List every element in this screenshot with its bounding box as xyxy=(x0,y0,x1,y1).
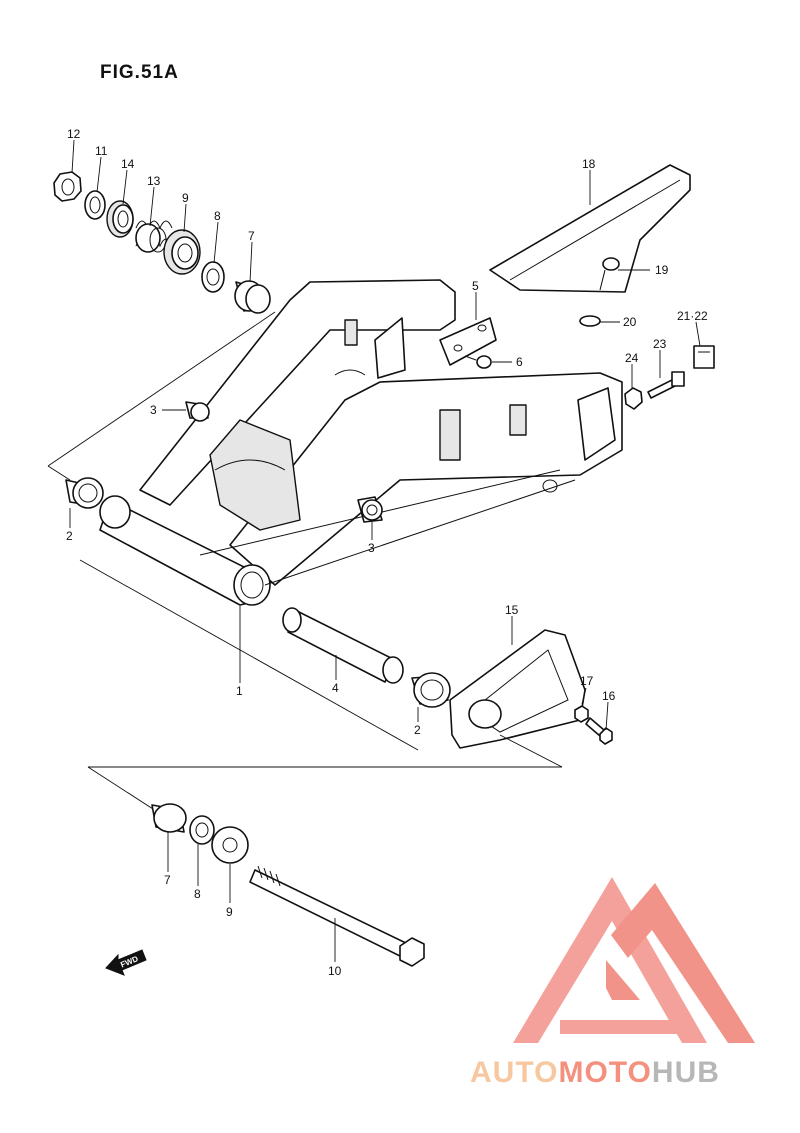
assembly-line-mid xyxy=(79,559,419,751)
bushing-3-upper xyxy=(185,401,210,422)
washer-11 xyxy=(84,190,106,220)
figure-title: FIG.51A xyxy=(100,62,179,83)
clip-21-22 xyxy=(693,345,715,369)
callout-19: 19 xyxy=(655,263,669,277)
collar-7-lower xyxy=(151,803,187,833)
callout-2-left: 2 xyxy=(66,529,73,543)
callout-18: 18 xyxy=(582,157,596,171)
callout-17: 17 xyxy=(580,674,594,688)
pivot-bolt-10 xyxy=(249,865,425,967)
callout-9-upper: 9 xyxy=(182,191,189,205)
callout-24: 24 xyxy=(625,351,639,365)
callout-4: 4 xyxy=(332,681,339,695)
nut-17 xyxy=(574,705,589,723)
chain-cover-18 xyxy=(489,164,691,293)
spring-13 xyxy=(135,220,173,253)
bearing-2-left xyxy=(65,477,104,509)
chain-guide-15 xyxy=(449,629,586,749)
callout-13: 13 xyxy=(147,174,161,188)
pivot-shaft-4 xyxy=(282,607,404,684)
callout-15: 15 xyxy=(505,603,519,617)
callout-11: 11 xyxy=(95,144,108,158)
assembly-line-upper xyxy=(47,311,276,467)
bearing-14 xyxy=(106,200,134,238)
bearing-2-right xyxy=(411,672,451,708)
swingarm-frame xyxy=(99,279,623,606)
callout-3-upper: 3 xyxy=(150,403,157,417)
watermark-text-auto: AUTO xyxy=(470,1056,558,1089)
callout-6: 6 xyxy=(516,355,523,369)
nut-12 xyxy=(53,171,82,202)
collar-7 xyxy=(234,280,271,314)
nut-24 xyxy=(624,387,643,410)
callout-2-right: 2 xyxy=(414,723,421,737)
callout-20: 20 xyxy=(623,315,637,329)
bolt-16 xyxy=(585,717,613,745)
callout-10: 10 xyxy=(328,964,342,978)
watermark-text-moto: MOTO xyxy=(558,1056,651,1089)
seal-9 xyxy=(163,229,201,275)
washer-20 xyxy=(579,315,601,327)
bushing-3-lower xyxy=(357,496,383,523)
bolt-19 xyxy=(599,257,620,291)
callout-12: 12 xyxy=(67,127,81,141)
callout-7-lower: 7 xyxy=(164,873,171,887)
watermark-logo-icon xyxy=(513,877,755,1043)
svg-text:AUTOMOTOHUB: AUTOMOTOHUB xyxy=(470,1056,720,1089)
watermark-text-hub: HUB xyxy=(652,1056,720,1089)
watermark-text: AUTOMOTOHUB xyxy=(470,1056,720,1089)
callout-9-lower: 9 xyxy=(226,905,233,919)
washer-9-lower xyxy=(211,826,249,864)
callout-5: 5 xyxy=(472,279,479,293)
callout-16: 16 xyxy=(602,689,616,703)
fwd-arrow-icon: FWD xyxy=(105,949,147,976)
callout-8-upper: 8 xyxy=(214,209,221,223)
callout-21-22: 21·22 xyxy=(677,309,708,323)
callout-leaders xyxy=(69,139,701,962)
callout-7-upper: 7 xyxy=(248,229,255,243)
callout-3-lower: 3 xyxy=(368,541,375,555)
callout-1: 1 xyxy=(236,684,243,698)
plate-5 xyxy=(439,317,497,366)
callout-14: 14 xyxy=(121,157,135,171)
screw-6 xyxy=(464,355,492,369)
washer-8 xyxy=(201,261,225,293)
callout-labels: 12 11 14 13 9 8 7 18 19 20 5 6 3 3 2 1 4… xyxy=(66,127,708,978)
callout-23: 23 xyxy=(653,337,667,351)
washer-8-lower xyxy=(189,815,215,845)
callout-8-lower: 8 xyxy=(194,887,201,901)
bolt-23 xyxy=(647,371,685,399)
